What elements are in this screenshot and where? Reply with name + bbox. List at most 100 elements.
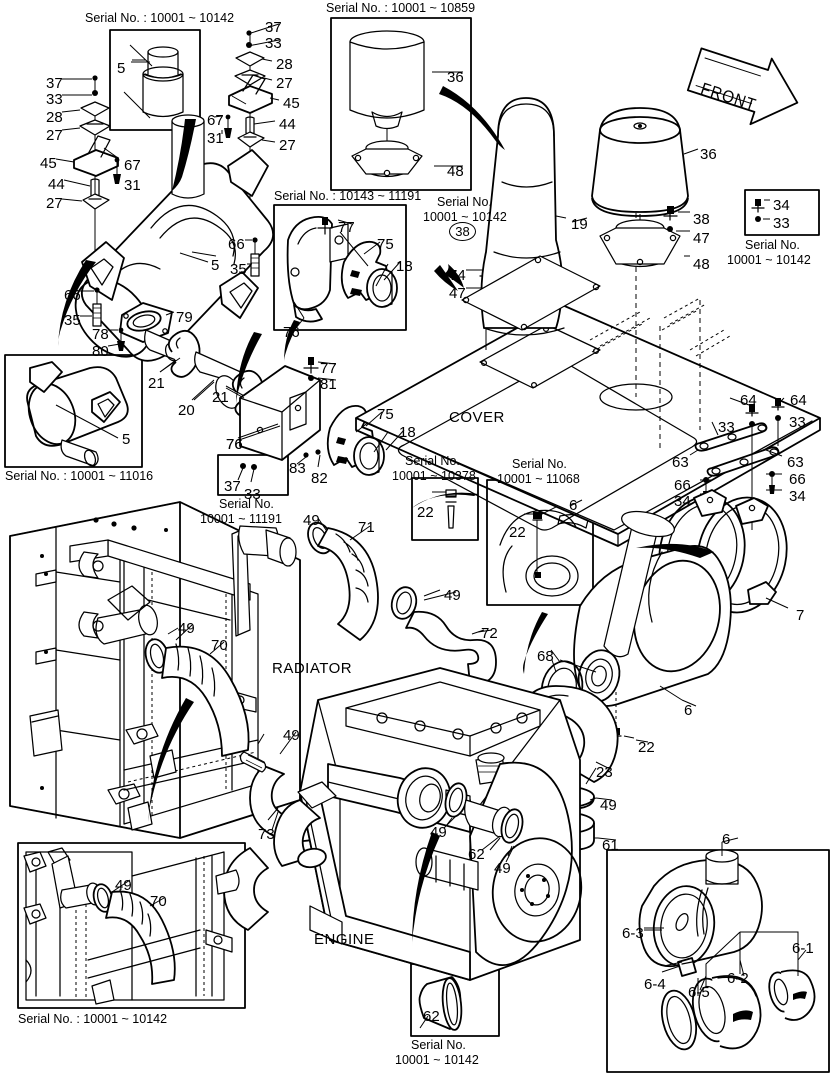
part-callout-75: 75: [377, 406, 394, 423]
serial-label-muffler-inset-left: Serial No. : 10001 ~ 11016: [5, 469, 154, 483]
section-label-cover: COVER: [449, 409, 505, 426]
part-callout-5: 5: [122, 431, 131, 448]
part-callout-49: 49: [303, 512, 320, 529]
part-callout-47: 47: [449, 285, 466, 302]
part-callout-33: 33: [718, 419, 735, 436]
part-callout-33: 33: [789, 414, 806, 431]
part-callout-48: 48: [693, 256, 710, 273]
part-callout-37: 37: [46, 75, 63, 92]
serial-label-cover-callout-1: Serial No.: [437, 195, 492, 209]
part-callout-33: 33: [244, 486, 261, 503]
part-callout-37: 37: [224, 478, 241, 495]
front-arrow-art: [686, 47, 799, 126]
part-callout-49: 49: [444, 587, 461, 604]
part-callout-45: 45: [40, 155, 57, 172]
balloon-38: 38: [449, 222, 476, 241]
part-callout-45: 45: [283, 95, 300, 112]
part-callout-18: 18: [399, 424, 416, 441]
part-callout-49: 49: [600, 797, 617, 814]
hose-70-art: [144, 627, 250, 757]
part-callout-49: 49: [494, 860, 511, 877]
part-callout-27: 27: [46, 195, 63, 212]
part-callout-78: 78: [92, 326, 109, 343]
part-callout-22: 22: [417, 504, 434, 521]
serial-label-hose-inset-2: 10001 ~ 10142: [395, 1053, 479, 1067]
part-callout-77: 77: [338, 219, 355, 236]
inset-aircleaner-detail-art: [499, 499, 589, 597]
mount-stack-center-art: [224, 30, 273, 240]
serial-label-bracket-inset: Serial No. : 10143 ~ 11191: [274, 189, 422, 203]
part-callout-34: 34: [773, 197, 790, 214]
mount-stack-left-art: [73, 75, 121, 268]
inset-hose-62-art: [418, 976, 463, 1031]
serial-label-precleaner-inset: Serial No. : 10001 ~ 10859: [326, 1, 476, 15]
part-callout-6: 6: [569, 497, 578, 514]
part-callout-21: 21: [148, 375, 165, 392]
part-callout-76: 76: [283, 324, 300, 341]
hose-71-72-art: [307, 521, 497, 685]
part-callout-76: 76: [226, 436, 243, 453]
inset-clamp-bolt-art: [237, 463, 257, 483]
part-callout-6: 6: [722, 831, 731, 848]
cover-plate-art: [355, 150, 821, 547]
part-callout-82: 82: [311, 470, 328, 487]
part-callout-22: 22: [509, 524, 526, 541]
serial-label-valve-inset-1: Serial No.: [405, 454, 460, 468]
part-callout-67: 67: [124, 157, 141, 174]
exhaust-stack-art: [461, 97, 601, 336]
part-callout-38: 38: [693, 211, 710, 228]
part-callout-74: 74: [449, 267, 466, 284]
part-callout-64: 64: [790, 392, 807, 409]
part-callout-80: 80: [92, 343, 109, 360]
part-callout-27: 27: [46, 127, 63, 144]
part-callout-27: 27: [276, 75, 293, 92]
part-callout-6-2: 6-2: [727, 970, 749, 987]
part-callout-6: 6: [684, 702, 693, 719]
part-callout-49: 49: [178, 620, 195, 637]
engine-clamps-art: [444, 782, 524, 857]
part-callout-31: 31: [124, 177, 141, 194]
section-label-radiator: RADIATOR: [272, 660, 353, 677]
serial-label-rhs-bolt-1: Serial No.: [745, 238, 800, 252]
precleaner-main-art: [591, 107, 690, 268]
part-callout-5: 5: [211, 257, 220, 274]
part-callout-73: 73: [258, 826, 275, 843]
part-callout-83: 83: [289, 460, 306, 477]
part-callout-44: 44: [48, 176, 65, 193]
part-callout-33: 33: [265, 35, 282, 52]
part-callout-35: 35: [64, 312, 81, 329]
inset-muffler-alt-art: [26, 361, 129, 467]
part-callout-23: 23: [596, 764, 613, 781]
inset-muffler-pipe-art: [123, 44, 184, 119]
part-callout-33: 33: [773, 215, 790, 232]
part-callout-28: 28: [46, 109, 63, 126]
inset-precleaner-art: [349, 30, 425, 178]
serial-label-muffler-inset-top: Serial No. : 10001 ~ 10142: [85, 11, 235, 25]
part-callout-48: 48: [447, 163, 464, 180]
serial-label-radiator-inset-bottom: Serial No. : 10001 ~ 10142: [18, 1012, 168, 1026]
part-callout-36: 36: [700, 146, 717, 163]
inset-aircleaner-exploded-art: [638, 842, 816, 1051]
part-callout-36: 36: [447, 69, 464, 86]
part-callout-37: 37: [265, 19, 282, 36]
inset-radiator-hose-art: [23, 847, 240, 1005]
part-callout-22: 22: [638, 739, 655, 756]
part-callout-66: 66: [228, 236, 245, 253]
part-callout-68: 68: [537, 648, 554, 665]
serial-label-valve-inset-2: 10001 ~ 10378: [392, 469, 476, 483]
part-callout-62: 62: [468, 846, 485, 863]
part-callout-35: 35: [230, 261, 247, 278]
part-callout-47: 47: [693, 230, 710, 247]
engine-block-art: [273, 667, 583, 981]
part-callout-79: 79: [176, 309, 193, 326]
part-callout-49: 49: [430, 824, 447, 841]
inset-bracket-1-art: [286, 215, 398, 323]
serial-label-cover-callout-2: 10001 ~ 10142: [423, 210, 507, 224]
part-callout-19: 19: [571, 216, 588, 233]
part-callout-75: 75: [377, 236, 394, 253]
section-label-engine: ENGINE: [314, 931, 375, 948]
part-callout-34: 34: [789, 488, 806, 505]
part-callout-70: 70: [211, 637, 228, 654]
